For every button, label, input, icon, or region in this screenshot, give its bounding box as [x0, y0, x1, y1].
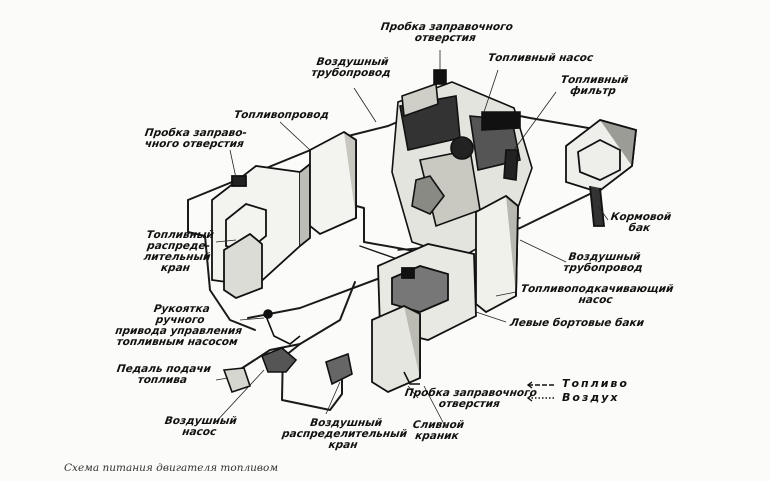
pipe-air-valve	[281, 347, 343, 411]
pipe-to-pedal	[279, 281, 356, 361]
pipe-loop-left-down	[204, 235, 256, 331]
pipe-loop-left	[187, 199, 206, 237]
stern-tank-group	[565, 119, 637, 227]
air-valve-body	[325, 352, 353, 386]
label-filler-cap-top: Пробка заправочного отверстия	[380, 21, 514, 44]
label-fuel-filter: Топливный фильтр	[560, 74, 630, 97]
label-hand-lever: Рукоятка ручного привода управления топл…	[114, 303, 243, 348]
filler-cap-bottom	[401, 267, 415, 279]
label-fuel-line: Топливопровод	[233, 109, 330, 121]
legend-air-arrow	[526, 394, 533, 402]
label-air-pump: Воздушный насос	[164, 415, 238, 438]
filler-cap-top	[433, 69, 447, 85]
legend-fuel-arrow	[526, 381, 533, 389]
leader-lines	[213, 50, 609, 429]
label-fuel-valve: Топливный распреде- лительный кран	[142, 229, 215, 274]
label-air-pipe-top: Воздушный трубопровод	[310, 56, 392, 79]
hand-lever-arm	[265, 315, 301, 345]
label-stern-tank: Кормовой бак	[610, 211, 673, 234]
label-air-valve: Воздушный распределительный кран	[281, 417, 408, 451]
legend-symbols	[526, 381, 556, 402]
left-side-tanks-group	[371, 194, 519, 394]
label-left-side-tanks: Левые бортовые баки	[509, 317, 645, 329]
hand-lever-knob	[263, 309, 273, 319]
fuel-filter-body	[503, 149, 519, 181]
label-fuel-pump: Топливный насос	[487, 52, 595, 64]
drain-cock-body	[403, 371, 420, 385]
label-drain-cock: Сливной краник	[412, 419, 465, 442]
fuel-pump-body	[481, 111, 521, 131]
fuel-pedal-plate	[222, 367, 252, 394]
legend-fuel-label: Топливо	[562, 377, 629, 390]
air-pump-body	[260, 347, 298, 373]
figure-caption: Схема питания двигателя топливом	[64, 462, 279, 474]
label-fuel-pedal: Педаль подачи топлива	[116, 363, 212, 386]
left-rear-tanks-group	[211, 130, 357, 300]
label-filler-cap-left: Пробка заправо- чного отверстия	[143, 127, 248, 150]
legend-air-label: Воздух	[562, 391, 620, 404]
filler-cap-left	[231, 175, 247, 187]
label-transfer-pump: Топливоподкачивающий насос	[520, 283, 675, 306]
controls-group	[222, 309, 420, 394]
label-air-pipe-right: Воздушный трубопровод	[562, 251, 644, 274]
label-filler-cap-bottom: Пробка заправочного отверстия	[404, 387, 538, 410]
